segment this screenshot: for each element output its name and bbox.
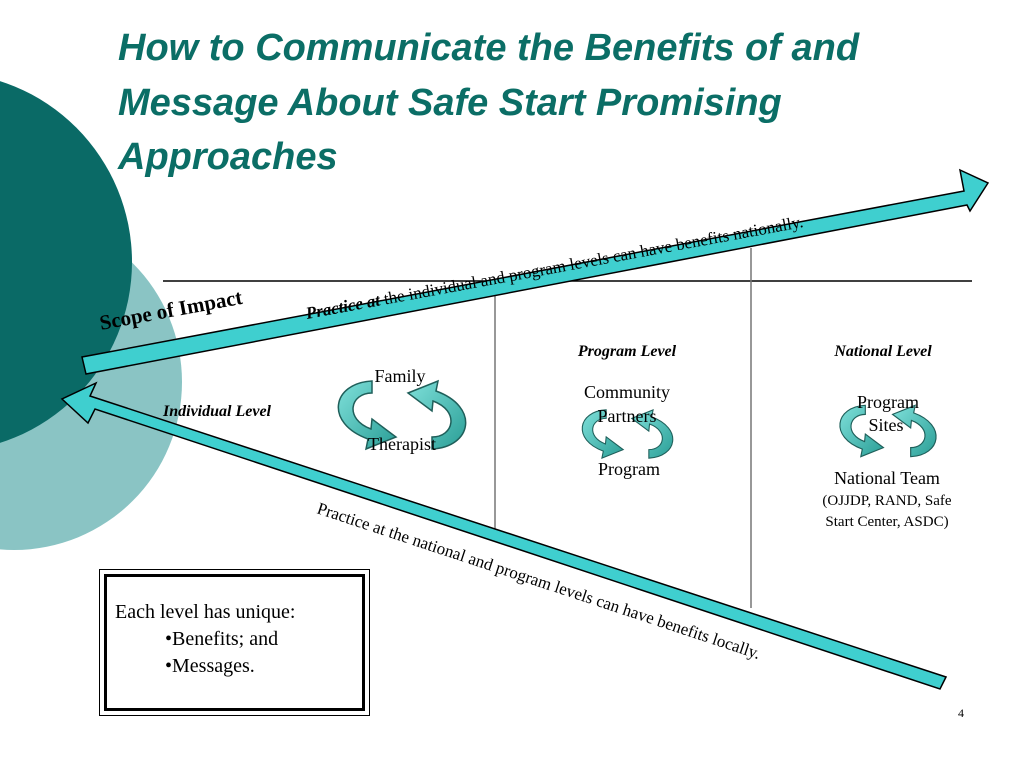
decor-circle-dark <box>0 81 132 443</box>
family-label: Family <box>374 366 425 386</box>
national-level-heading: National Level <box>833 343 932 360</box>
title-line-2: Message About Safe Start Promising <box>118 82 782 124</box>
national-team-line-1: National Team <box>834 468 940 488</box>
lower-arrow-text: Practice at the national and program lev… <box>315 499 763 663</box>
community-partners-line-2: Partners <box>598 406 657 426</box>
note-bullet-benefits: •Benefits; and <box>165 628 279 650</box>
note-box-inner: Each level has unique: •Benefits; and •M… <box>104 574 365 711</box>
national-team-line-3: Start Center, ASDC) <box>825 514 948 530</box>
community-partners-line-1: Community <box>584 382 670 402</box>
note-heading: Each level has unique: <box>115 601 296 623</box>
upper-arrow-shape <box>81 168 990 375</box>
lower-arrow-shape <box>60 381 948 690</box>
note-box: Each level has unique: •Benefits; and •M… <box>99 569 370 716</box>
individual-level-heading: Individual Level <box>162 403 272 420</box>
page-number: 4 <box>958 706 964 720</box>
therapist-label: Therapist <box>368 434 436 454</box>
title-line-1: How to Communicate the Benefits of and <box>118 27 860 69</box>
program-sites-line-2: Sites <box>868 415 903 435</box>
upper-arrow-text: Practice at the individual and program l… <box>303 212 804 323</box>
program-level-heading: Program Level <box>577 343 677 360</box>
program-label: Program <box>598 459 660 479</box>
program-sites-line-1: Program <box>857 392 919 412</box>
national-team-line-2: (OJJDP, RAND, Safe <box>822 493 952 509</box>
note-bullet-messages: •Messages. <box>165 655 255 677</box>
upper-arrow-text-rest: the individual and program levels can ha… <box>378 212 805 309</box>
title-line-3: Approaches <box>117 136 338 178</box>
